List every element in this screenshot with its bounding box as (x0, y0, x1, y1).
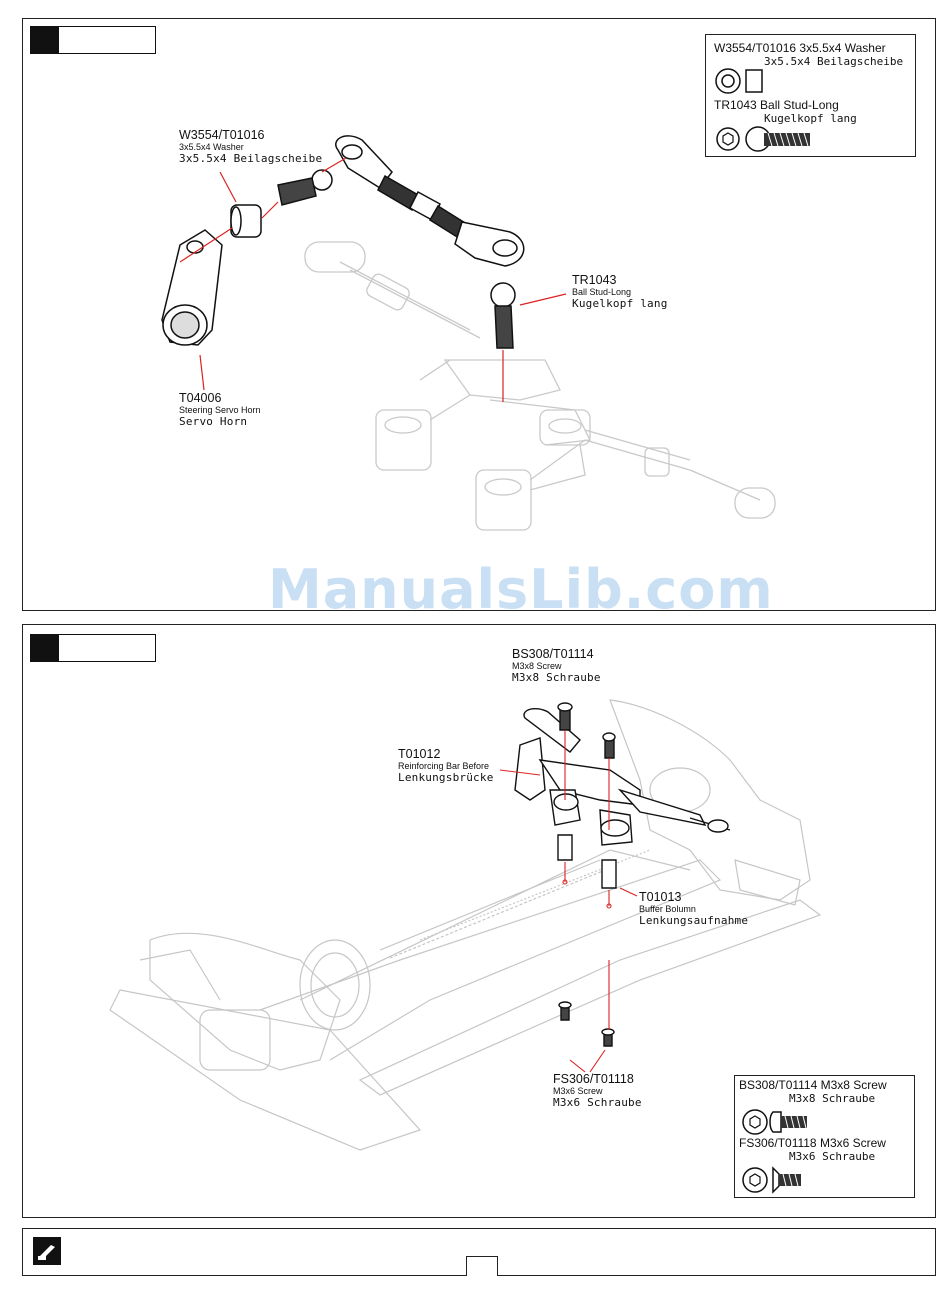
watermark: ManualsLib.com (268, 558, 774, 621)
part-name-de: Kugelkopf lang (572, 296, 668, 310)
legend-de-2: Kugelkopf lang (764, 112, 857, 125)
part-name-de: Lenkungsbrücke (398, 770, 494, 784)
part-number: FS306/T01118 (553, 1072, 634, 1086)
part-number: W3554/T01016 (179, 128, 265, 142)
legend-de-1: 3x5.5x4 Beilagscheibe (764, 55, 904, 68)
part-number: T04006 (179, 391, 222, 405)
step-badge-1 (30, 26, 156, 54)
label-washer: W3554/T01016 3x5.5x4 Washer 3x5.5x4 Beil… (179, 128, 322, 165)
parts-legend-2: BS308/T01114 M3x8 Screw M3x8 Schraube FS… (734, 1075, 915, 1198)
page-number-tab (466, 1256, 498, 1276)
part-number: T01013 (639, 890, 682, 904)
legend-title-2: FS306/T01118 M3x6 Screw (739, 1136, 886, 1150)
label-servohorn: T04006 Steering Servo Horn Servo Horn (179, 391, 261, 428)
part-name-en: Steering Servo Horn (179, 405, 261, 416)
part-name-en: Buffer Bolumn (639, 904, 696, 915)
part-number: BS308/T01114 (512, 647, 594, 661)
part-name-de: Lenkungsaufnahme (639, 913, 749, 927)
part-name-de: M3x8 Schraube (512, 670, 601, 684)
part-name-en: M3x6 Screw (553, 1086, 603, 1097)
part-name-en: Ball Stud-Long (572, 287, 632, 298)
tool-hand-icon (33, 1237, 61, 1265)
part-number: T01012 (398, 747, 441, 761)
label-m3x8-screw: BS308/T01114 M3x8 Screw M3x8 Schraube (512, 647, 601, 684)
label-reinforcing-bar: T01012 Reinforcing Bar Before Lenkungsbr… (398, 747, 494, 784)
part-name-de: Servo Horn (179, 414, 248, 428)
label-buffer-column: T01013 Buffer Bolumn Lenkungsaufnahme (639, 890, 748, 927)
legend-de-1: M3x8 Schraube (789, 1092, 876, 1105)
label-m3x6-screw: FS306/T01118 M3x6 Screw M3x6 Schraube (553, 1072, 642, 1109)
step-badge-2 (30, 634, 156, 662)
legend-title-2: TR1043 Ball Stud-Long (714, 98, 839, 112)
hex-screw-icon (742, 1109, 807, 1135)
legend-de-2: M3x6 Schraube (789, 1150, 876, 1163)
legend-title-1: BS308/T01114 M3x8 Screw (739, 1078, 887, 1092)
label-ballstud: TR1043 Ball Stud-Long Kugelkopf lang (572, 273, 668, 310)
part-name-en: 3x5.5x4 Washer (179, 142, 244, 153)
parts-legend-1: W3554/T01016 3x5.5x4 Washer 3x5.5x4 Beil… (705, 34, 916, 157)
part-name-en: Reinforcing Bar Before (398, 761, 490, 772)
part-name-en: M3x8 Screw (512, 661, 562, 672)
ball-stud-icon (716, 126, 810, 152)
countersunk-screw-icon (742, 1166, 801, 1194)
washer-icon (715, 68, 763, 94)
part-name-de: M3x6 Schraube (553, 1095, 642, 1109)
legend-title-1: W3554/T01016 3x5.5x4 Washer (714, 41, 886, 55)
part-name-de: 3x5.5x4 Beilagscheibe (179, 151, 323, 165)
part-number: TR1043 (572, 273, 617, 287)
